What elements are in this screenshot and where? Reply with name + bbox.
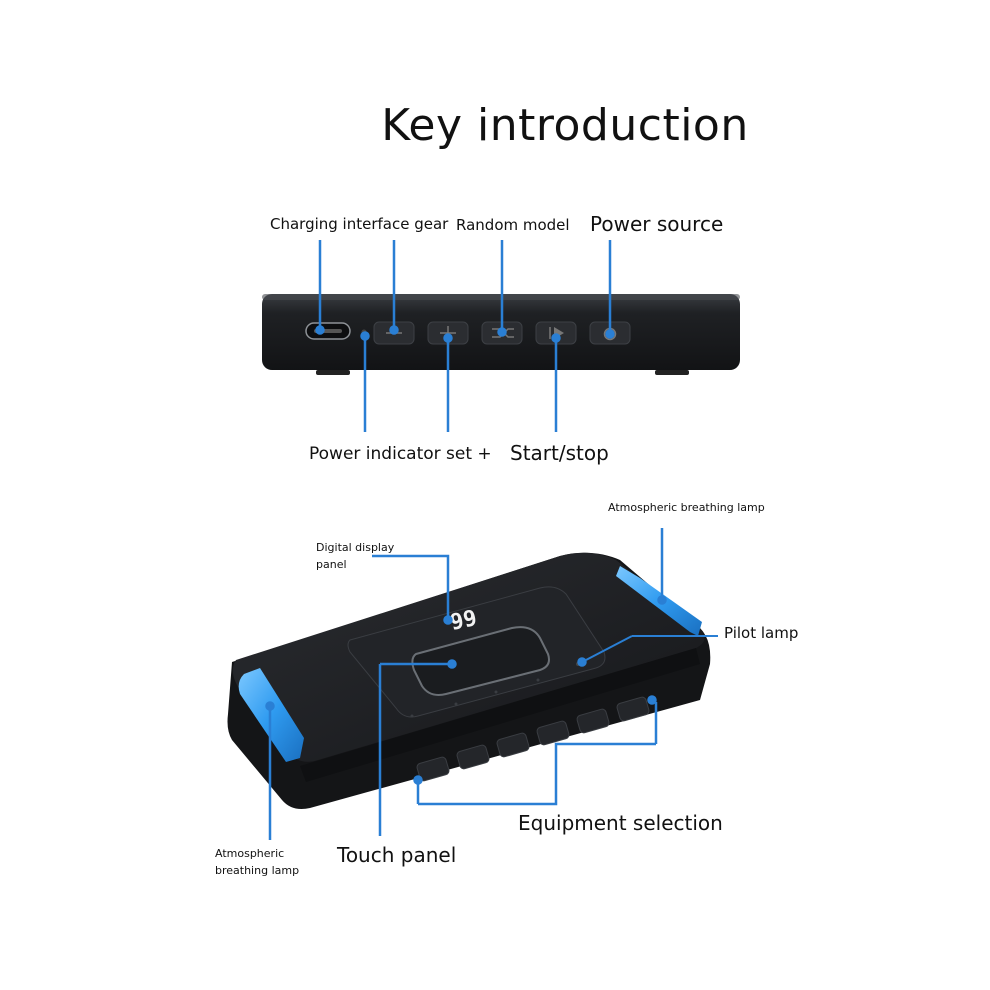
top-leader-lines	[315, 240, 615, 432]
digital-display-value: 99	[448, 606, 479, 636]
page-title: Key introduction	[381, 100, 749, 151]
label-atmospheric-lamp-left: Atmospheric breathing lamp	[215, 847, 300, 877]
device-perspective-view: 99	[227, 552, 711, 809]
label-pilot-lamp: Pilot lamp	[724, 624, 799, 642]
label-power-indicator: Power indicator set +	[309, 444, 492, 464]
label-charging-interface: Charging interface gear	[270, 215, 449, 233]
label-equipment-selection: Equipment selection	[518, 811, 723, 835]
usb-c-port-icon	[305, 322, 351, 340]
label-digital-display: Digital display panel	[316, 541, 395, 571]
label-touch-panel: Touch panel	[337, 843, 457, 867]
label-power-source: Power source	[590, 212, 724, 236]
label-start-stop: Start/stop	[510, 441, 609, 465]
label-atmospheric-lamp-right: Atmospheric breathing lamp	[608, 501, 765, 514]
label-random-model: Random model	[456, 216, 570, 234]
bottom-leader-lines	[265, 528, 718, 840]
